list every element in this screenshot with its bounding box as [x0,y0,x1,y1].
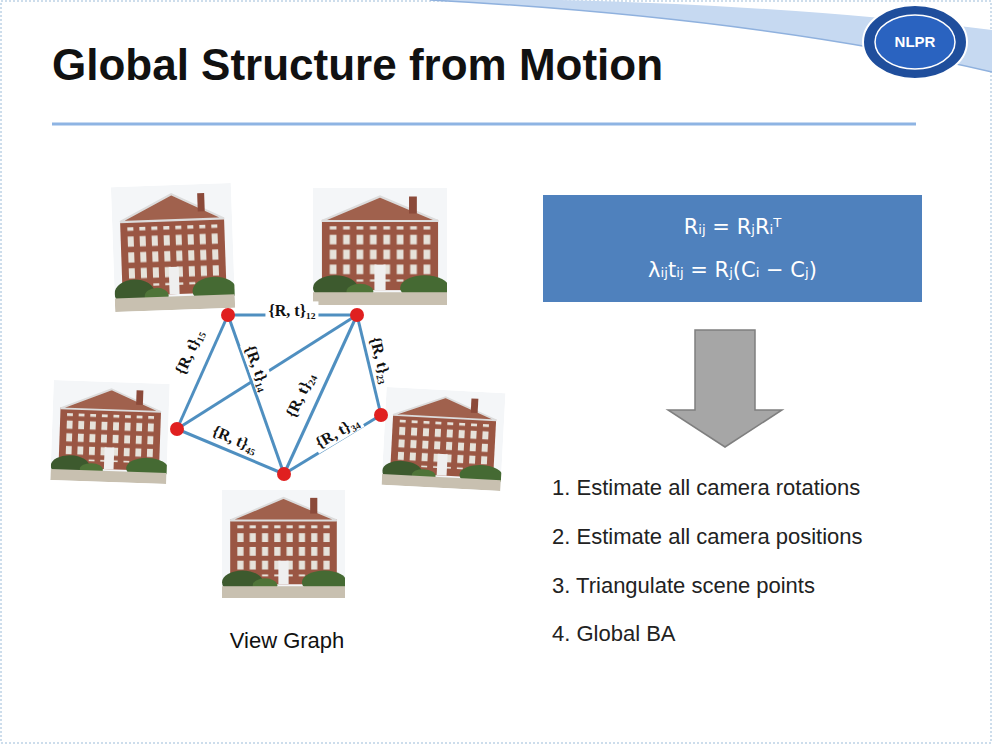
edge-label: {R, t}₂₄ [280,367,320,423]
equation-box: Rᵢⱼ = RⱼRᵢᵀ λᵢⱼtᵢⱼ = Rⱼ(Cᵢ − Cⱼ) [543,195,922,302]
edge-label: {R, t}₁₅ [169,324,208,380]
building-photo [382,387,508,491]
view-graph-lines [177,315,381,474]
camera-dot [374,408,388,422]
equation-text: λᵢⱼtᵢⱼ = Rⱼ(Cᵢ − Cⱼ) [648,258,817,282]
camera-dot [277,467,291,481]
logo-outer [863,5,967,79]
logo-inner [875,15,955,69]
title-rule [52,123,916,126]
camera-dot [221,308,235,322]
down-arrow [668,330,782,447]
step-text: 3. Triangulate scene points [552,573,815,599]
building-photo [111,183,237,312]
edge-label: {R, t}₄₅ [207,420,263,458]
equation-text: Rᵢⱼ = RⱼRᵢᵀ [684,215,782,239]
building-photo [222,490,347,598]
step-text: 4. Global BA [552,621,676,647]
view-graph-dots [170,308,388,481]
slide-title: Global Structure from Motion [52,40,663,90]
edge-label: {R, t}₂₃ [365,332,396,388]
camera-dot [350,308,364,322]
edge-label: {R, t}₁₂ [265,301,318,320]
edge-label: {R, t}₃₄ [309,410,364,454]
step-text: 1. Estimate all camera rotations [552,475,860,501]
building-photo [313,188,449,305]
edge-label: {R, t}₁₄ [240,340,276,396]
step-text: 2. Estimate all camera positions [552,524,863,550]
camera-dot [170,422,184,436]
logo-text: NLPR [895,33,936,51]
caption-label: View Graph [230,628,345,654]
building-photo [50,380,171,484]
